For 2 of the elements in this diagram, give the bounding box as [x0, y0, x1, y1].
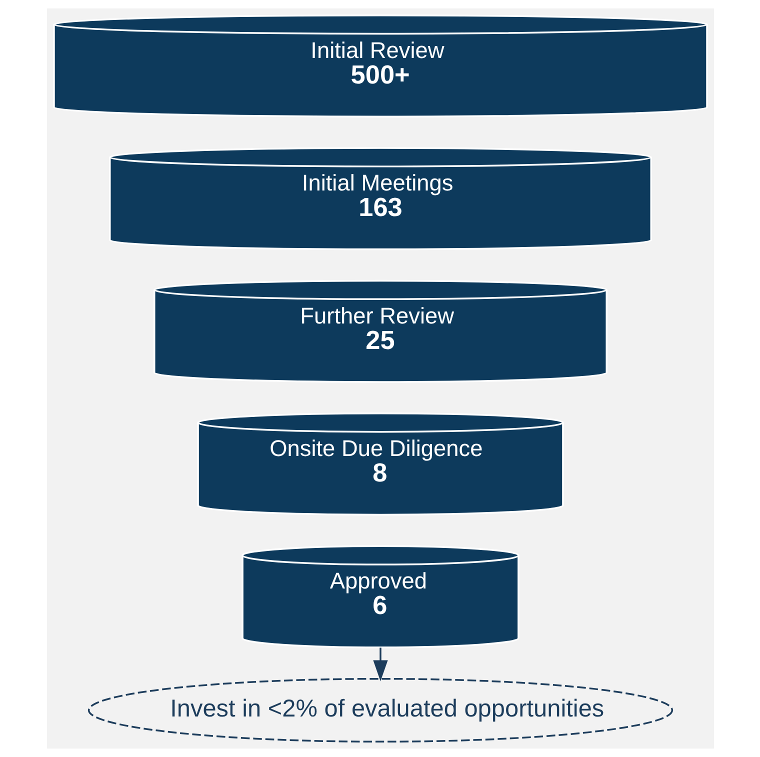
arrow: [372, 648, 388, 682]
node-ellipse: Invest in <2% of evaluated opportunities: [87, 678, 673, 743]
